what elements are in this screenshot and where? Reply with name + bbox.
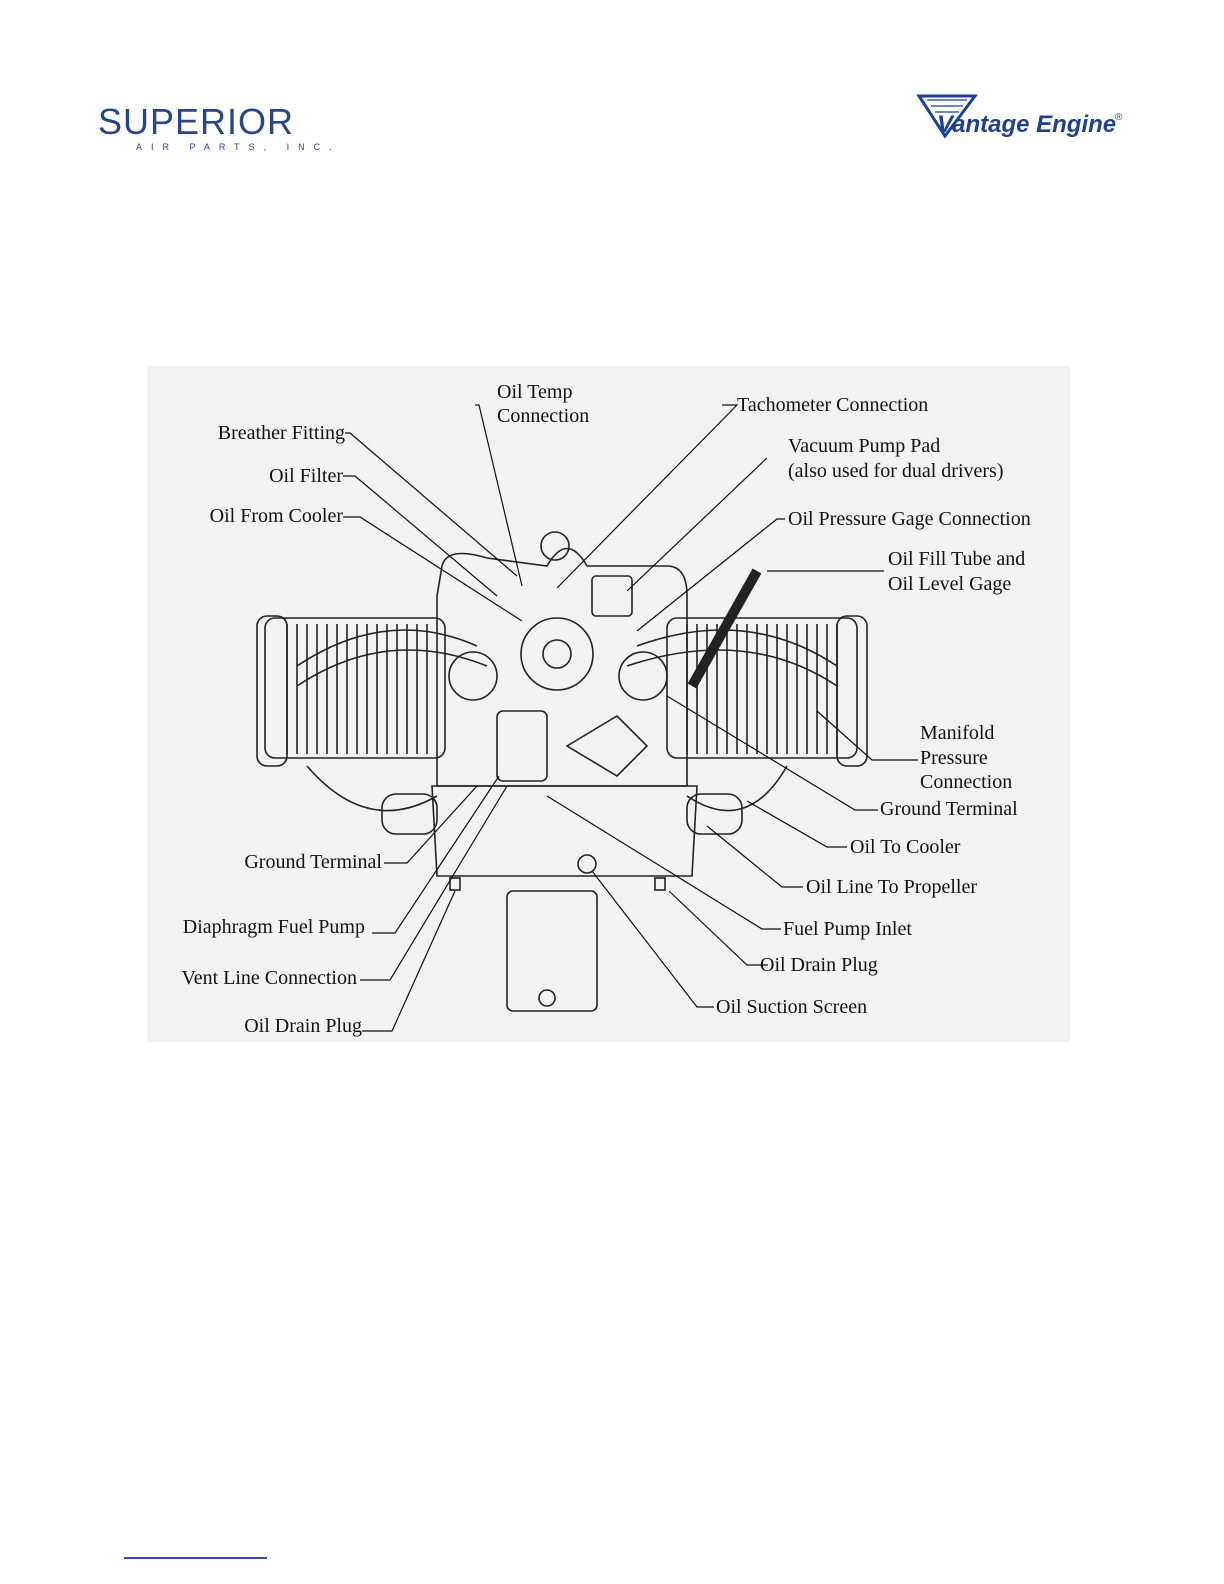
left-drain-boss (449, 877, 461, 891)
label-oil-to-cooler: Oil To Cooler (850, 836, 961, 858)
suction-screen-plug (577, 854, 597, 874)
label-oil-drain-plug-right: Oil Drain Plug (760, 954, 878, 976)
label-vacuum-pump-pad-line1: Vacuum Pump Pad (788, 435, 941, 457)
label-oil-temp-line2: Connection (497, 405, 590, 427)
label-oil-temp-line1: Oil Temp (497, 381, 573, 403)
left-magneto (448, 651, 498, 701)
label-vent-line-connection: Vent Line Connection (181, 967, 357, 989)
label-fuel-pump-inlet: Fuel Pump Inlet (783, 918, 912, 940)
fuel-pump-body (565, 714, 649, 778)
superior-tagline: AIR PARTS, INC. (136, 142, 336, 152)
label-oil-fill-tube-line1: Oil Fill Tube and (888, 548, 1026, 570)
superior-wordmark: SUPERIOR (98, 101, 294, 142)
right-drain-boss (654, 877, 666, 891)
engine-drawing (256, 404, 918, 1032)
label-oil-drain-plug-left: Oil Drain Plug (244, 1015, 362, 1037)
label-manifold-line1: Manifold (920, 722, 995, 744)
lower-accessory-boss (538, 989, 556, 1007)
right-valve-cover (836, 615, 868, 767)
vantage-logo-graphic: Vantage Engine ® (916, 94, 1123, 139)
lifting-eye (540, 531, 570, 561)
left-valve-cover (256, 615, 288, 767)
oil-sump (431, 785, 698, 877)
drive-hub (542, 639, 572, 669)
right-oil-line-fitting (686, 793, 743, 835)
label-oil-filter: Oil Filter (269, 465, 343, 487)
right-magneto (618, 651, 668, 701)
vacuum-pump-pad-block (591, 575, 633, 617)
label-oil-from-cooler: Oil From Cooler (209, 505, 343, 527)
label-oil-pressure-gage: Oil Pressure Gage Connection (788, 508, 1031, 530)
oil-fill-tube (687, 568, 762, 689)
label-vacuum-pump-pad-line2: (also used for dual drivers) (788, 460, 1004, 482)
superior-air-parts-logo: SUPERIOR AIR PARTS, INC. (96, 98, 336, 158)
leader-lines (343, 404, 918, 1032)
footer-rule (124, 1557, 267, 1559)
accessory-case (436, 547, 688, 787)
oil-filter-body (496, 710, 548, 782)
vantage-swoosh-icon (916, 94, 978, 139)
lower-accessory (506, 890, 598, 1012)
label-diaphragm-fuel-pump: Diaphragm Fuel Pump (182, 916, 365, 938)
label-oil-line-to-propeller: Oil Line To Propeller (806, 876, 977, 898)
ignition-leads (296, 629, 838, 687)
superior-logo-graphic: SUPERIOR AIR PARTS, INC. (98, 101, 336, 152)
label-manifold-line3: Connection (920, 771, 1013, 793)
left-oil-line-fitting (381, 793, 438, 835)
left-cylinder-fins (264, 617, 446, 759)
label-oil-suction-screen: Oil Suction Screen (716, 996, 868, 1018)
label-tachometer-connection: Tachometer Connection (737, 394, 929, 416)
engine-diagram: Oil Temp Connection Tachometer Connectio… (147, 366, 1070, 1042)
vantage-wordmark: Vantage Engine (937, 111, 1116, 138)
vantage-engine-logo: Vantage Engine ® (915, 92, 1135, 140)
label-ground-terminal-left: Ground Terminal (244, 851, 382, 873)
vantage-stripes-icon (927, 99, 967, 113)
right-cylinder-fins (666, 617, 858, 759)
label-oil-fill-tube-line2: Oil Level Gage (888, 573, 1012, 595)
label-ground-terminal-right: Ground Terminal (880, 798, 1018, 820)
label-manifold-line2: Pressure (920, 747, 988, 769)
registered-mark: ® (1115, 112, 1123, 123)
accessory-gear-cover (520, 617, 594, 691)
label-breather-fitting: Breather Fitting (217, 422, 345, 444)
